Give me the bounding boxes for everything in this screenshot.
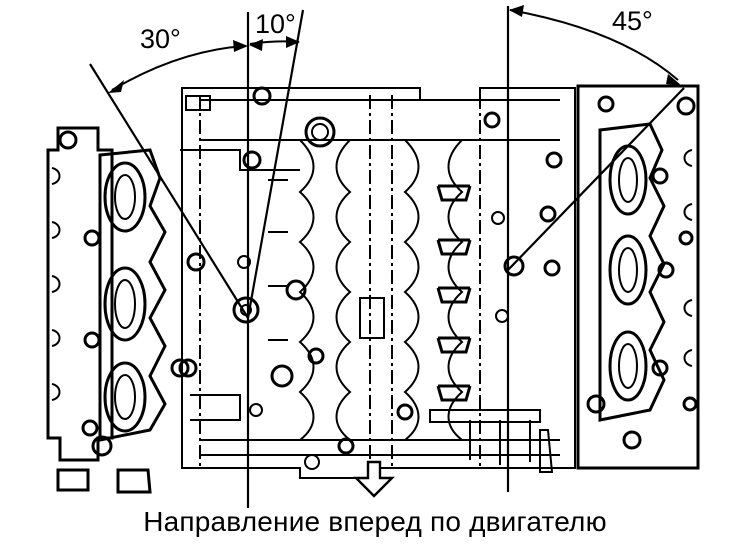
valve-lifters: [268, 179, 472, 402]
forward-direction-arrow-icon: [353, 460, 395, 498]
angle-label-45: 45°: [612, 6, 653, 36]
diagram-caption: Направление вперед по двигателю: [143, 506, 607, 537]
right-intake-manifold: [576, 84, 700, 470]
angle-arcs: [108, 5, 682, 93]
angle-lines: [89, 6, 685, 508]
angle-label-30: 30°: [140, 24, 181, 54]
engine-block-outline: [180, 87, 576, 479]
cylinder-walls: [298, 139, 464, 441]
angle-label-10: 10°: [255, 9, 296, 39]
left-intake-manifold: [46, 126, 190, 494]
